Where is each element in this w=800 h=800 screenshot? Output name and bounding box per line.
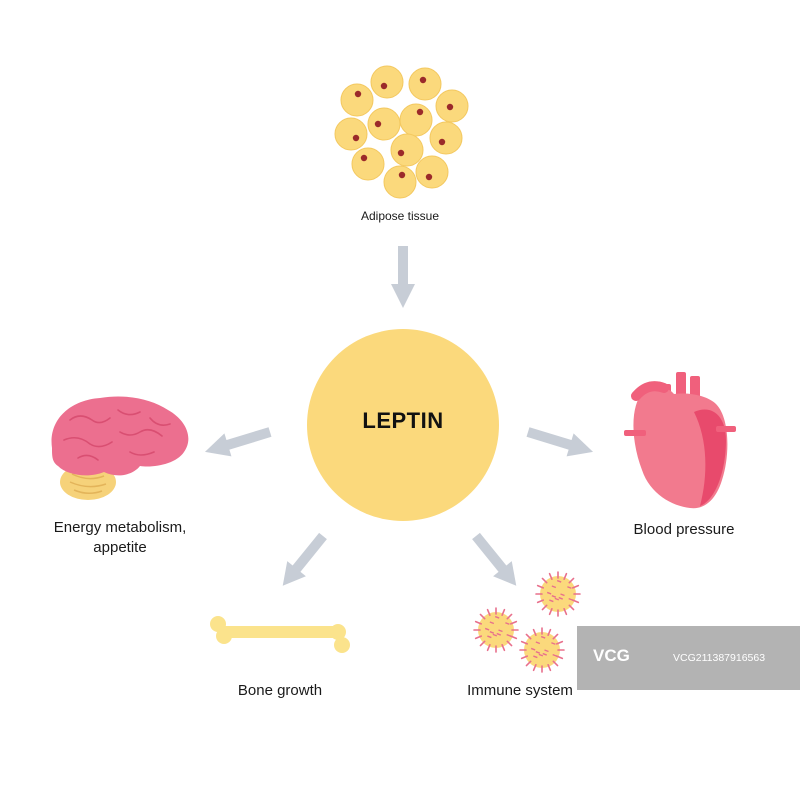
arrow-leptin-to-bone <box>282 532 327 586</box>
fat-cell <box>367 107 401 141</box>
watermark-id: VCG211387916563 <box>673 652 766 664</box>
fat-cell <box>399 103 433 137</box>
fat-cell-nucleus <box>425 173 433 181</box>
fat-cell-nucleus <box>360 154 368 162</box>
arrow-adipose-to-leptin <box>391 246 415 308</box>
adipose-tissue-label: Adipose tissue <box>360 209 440 223</box>
bone-growth-label: Bone growth <box>237 682 323 699</box>
bone-icon <box>210 616 350 653</box>
leptin-title: LEPTIN <box>362 408 444 433</box>
fat-cell-nucleus <box>398 171 406 179</box>
fat-cell <box>429 121 463 155</box>
fat-cell-nucleus <box>354 90 362 98</box>
immune-cell <box>519 627 565 673</box>
energy-metabolism-label: Energy metabolism, appetite <box>20 518 220 558</box>
fat-cell <box>334 117 368 151</box>
fat-cell-nucleus <box>446 103 454 111</box>
fat-cell-nucleus <box>438 138 446 146</box>
fat-cell <box>351 147 385 181</box>
arrow-leptin-to-immune <box>472 532 517 586</box>
watermark: VCG VCG211387916563 <box>577 626 800 690</box>
fat-cell <box>383 165 417 199</box>
fat-cell-nucleus <box>374 120 382 128</box>
immune-cells-icon <box>473 571 581 673</box>
immune-cell <box>535 571 581 617</box>
energy-label-line-2: appetite <box>93 539 147 556</box>
energy-label-line-1: Energy metabolism, <box>53 519 187 536</box>
fat-cell-nucleus <box>416 108 424 116</box>
fat-cell <box>390 133 424 167</box>
immune-system-label: Immune system <box>467 682 573 699</box>
fat-cell <box>415 155 449 189</box>
arrow-leptin-to-brain <box>204 427 272 457</box>
leptin-circle <box>307 329 499 521</box>
fat-cell <box>340 83 374 117</box>
brain-icon <box>51 396 189 500</box>
arrow-leptin-to-heart <box>526 427 594 457</box>
blood-pressure-label: Blood pressure <box>633 521 735 538</box>
fat-cell-nucleus <box>380 82 388 90</box>
fat-cell-nucleus <box>397 149 405 157</box>
fat-cell <box>370 65 404 99</box>
immune-cell <box>473 607 519 653</box>
watermark-logo: VCG <box>593 646 630 665</box>
fat-cell-nucleus <box>419 76 427 84</box>
fat-cell-nucleus <box>352 134 360 142</box>
adipose-tissue-illustration <box>334 65 469 199</box>
heart-icon <box>624 372 736 509</box>
fat-cell <box>408 67 442 101</box>
